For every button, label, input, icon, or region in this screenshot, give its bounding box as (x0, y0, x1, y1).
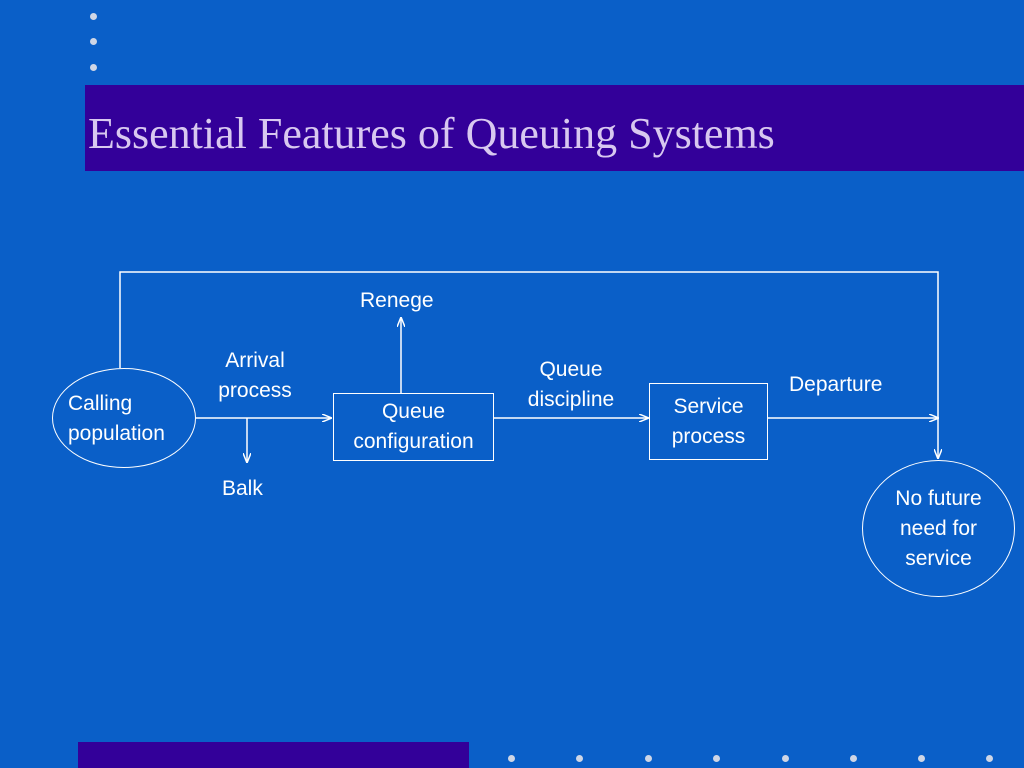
queue-discipline-label: Queue discipline (511, 355, 631, 415)
footer-band (78, 742, 469, 768)
arrival-process-label: Arrival process (200, 346, 310, 406)
loop-connector (119, 271, 938, 458)
decor-dot (90, 64, 97, 71)
service-process-label-2: process (671, 424, 746, 448)
arrival-process-label-1: Arrival (225, 349, 285, 372)
arrival-process-label-2: process (218, 379, 292, 402)
decor-dot (918, 755, 925, 762)
no-future-need-label-3: service (905, 546, 972, 570)
calling-population-label-1: Calling (68, 392, 133, 415)
balk-label: Balk (222, 477, 263, 500)
title-band (85, 85, 1024, 171)
no-future-need-label-2: need for (899, 516, 978, 540)
decor-dot (508, 755, 515, 762)
decor-dot (90, 38, 97, 45)
slide-title: Essential Features of Queuing Systems (88, 109, 775, 158)
decor-dot (576, 755, 583, 762)
decor-dot (782, 755, 789, 762)
decor-dot (986, 755, 993, 762)
service-process-node: Service process (649, 383, 768, 460)
decor-dot (645, 755, 652, 762)
decor-dot (90, 13, 97, 20)
no-future-need-label-1: No future (895, 486, 982, 510)
calling-population-node: Calling population (52, 368, 196, 468)
calling-population-label-2: population (68, 422, 165, 445)
queue-discipline-label-1: Queue (539, 358, 603, 381)
queue-configuration-label-2: configuration (353, 430, 474, 453)
decor-dot (713, 755, 720, 762)
departure-label: Departure (789, 373, 883, 396)
service-process-label-1: Service (673, 394, 744, 418)
queue-configuration-node: Queue configuration (333, 393, 494, 461)
no-future-need-node: No future need for service (862, 460, 1015, 597)
decor-dot (850, 755, 857, 762)
renege-label: Renege (360, 289, 434, 312)
queue-discipline-label-2: discipline (527, 388, 615, 411)
queue-configuration-label-1: Queue (381, 400, 446, 423)
